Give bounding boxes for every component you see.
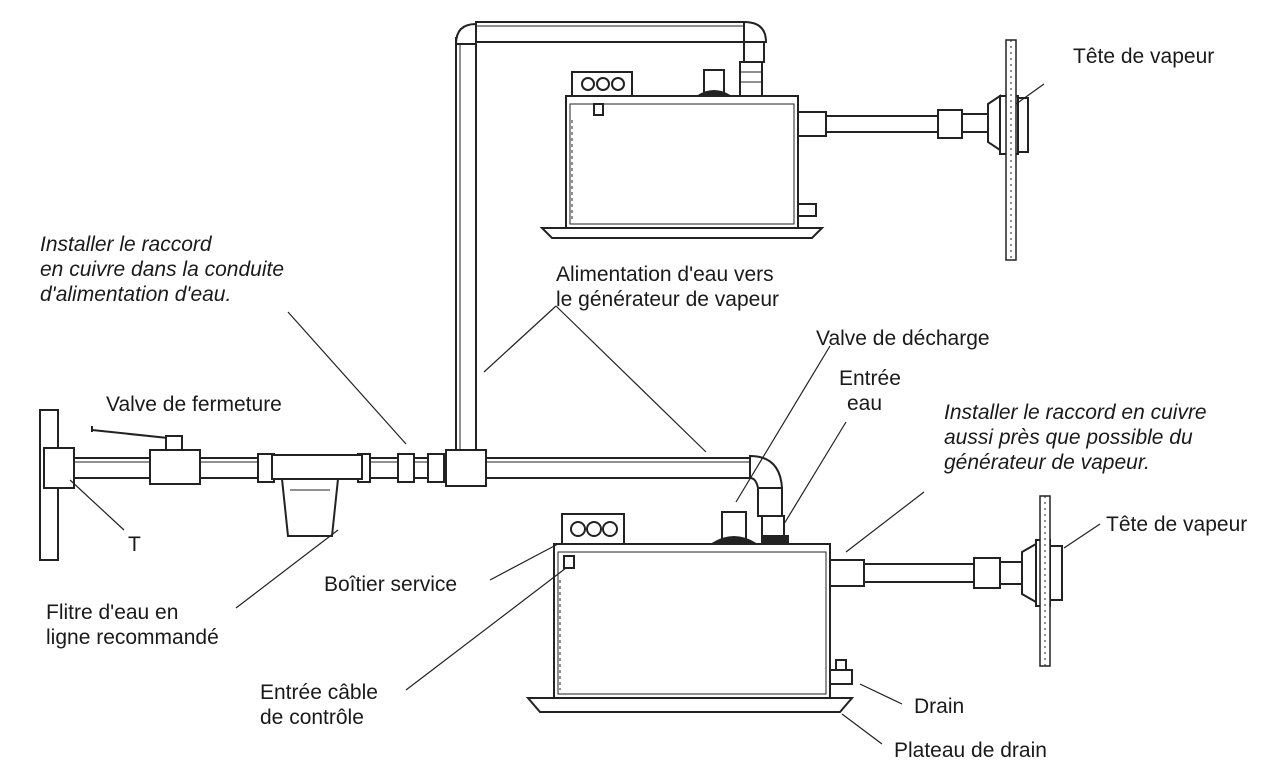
label-control-cable-line1: Entrée câble [260, 681, 378, 704]
label-install-note-2-line3: générateur de vapeur. [944, 451, 1150, 474]
label-control-cable-line2: de contrôle [260, 706, 364, 729]
riser-pipe [454, 20, 768, 451]
label-install-note-1-line1: Installer le raccord [40, 233, 212, 256]
leader-lines [69, 83, 1101, 745]
label-steam-head-bottom: Tête de vapeur [1106, 513, 1248, 536]
water-filter [271, 454, 363, 537]
steam-generator-bottom [525, 495, 1063, 713]
label-water-filter-line2: ligne recommandé [46, 626, 219, 649]
label-tee: T [128, 533, 141, 556]
label-relief-valve: Valve de décharge [816, 327, 990, 350]
label-install-note-1-line2: en cuivre dans la conduite [40, 258, 284, 281]
label-drain-pan: Plateau de drain [894, 739, 1047, 762]
label-water-inlet-line1: Entrée [839, 367, 901, 390]
shutoff-valve [91, 426, 201, 485]
tee-fitting [39, 409, 75, 561]
steam-generator-top [539, 39, 1029, 261]
label-install-note-2-line2: aussi près que possible du [944, 426, 1193, 449]
label-water-supply-line1: Alimentation d'eau vers [556, 263, 774, 286]
label-water-supply-line2: le générateur de vapeur [556, 288, 779, 311]
label-drain: Drain [914, 695, 965, 718]
elbow-bottom [749, 454, 785, 537]
label-steam-head-top: Tête de vapeur [1073, 45, 1215, 68]
label-install-note-1-line3: d'alimentation d'eau. [40, 283, 232, 306]
label-water-inlet-line2: eau [847, 392, 883, 415]
label-install-note-2-line1: Installer le raccord en cuivre [944, 401, 1207, 424]
label-shutoff-valve: Valve de fermeture [106, 393, 282, 416]
label-service-box: Boîtier service [324, 573, 458, 596]
label-water-filter-line1: Flitre d'eau en [46, 601, 179, 624]
